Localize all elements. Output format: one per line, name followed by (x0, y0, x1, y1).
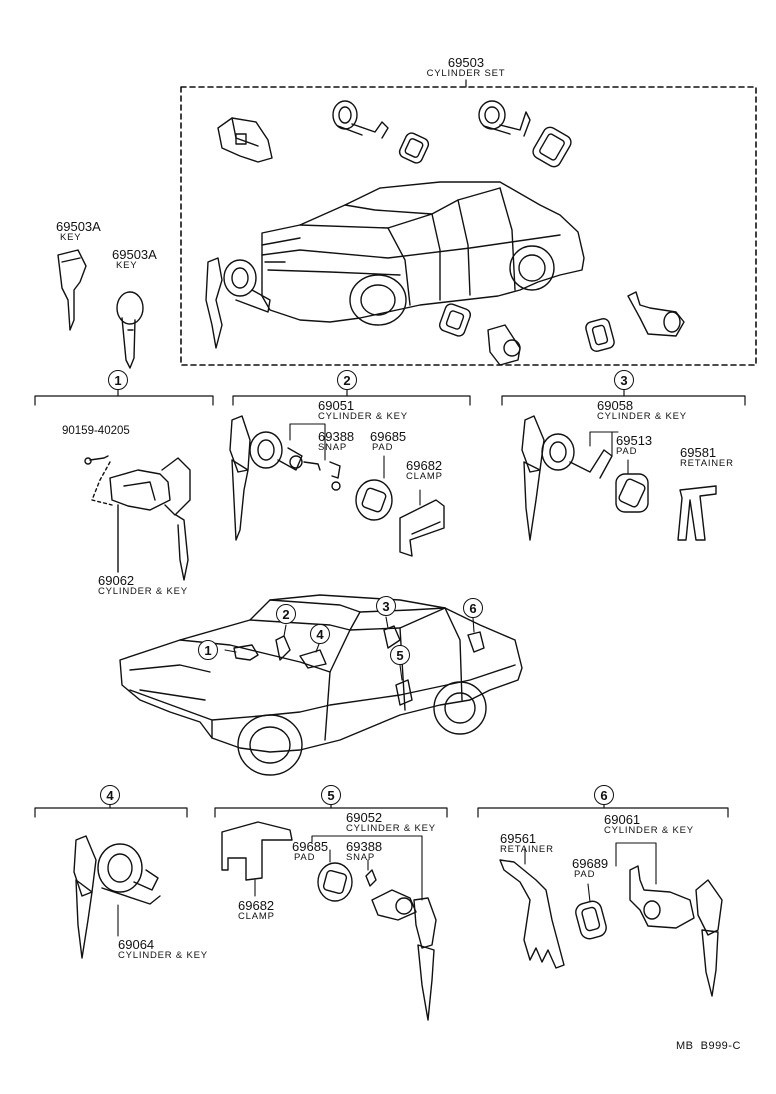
key-b-illustration (116, 291, 144, 369)
section-4-parts (73, 835, 161, 959)
section-3-retainer-name: RETAINER (680, 458, 734, 469)
car-callout-6: 6 (463, 598, 483, 618)
key-b-number: 69503A (112, 247, 157, 262)
section-5-marker: 5 (321, 785, 341, 805)
section-5-pad-number: 69685 (292, 839, 329, 854)
section-2-pad-number: 69685 (370, 429, 407, 444)
section-3-cylinder-name: CYLINDER & KEY (597, 411, 687, 422)
car-callout-3: 3 (376, 596, 396, 616)
cylinder-set-name: CYLINDER SET (426, 68, 506, 79)
section-2-cylinder-name: CYLINDER & KEY (318, 411, 408, 422)
section-6-pad-number: 69689 (572, 856, 609, 871)
cylinder-set-box (180, 79, 757, 366)
section-1-marker: 1 (108, 370, 128, 390)
section-6-marker: 6 (594, 785, 614, 805)
section-5-clamp-name: CLAMP (238, 911, 275, 922)
section-5-cylinder-number: 69052 (346, 810, 383, 825)
section-2-snap-number: 69388 (318, 429, 355, 444)
section-3-marker: 3 (614, 370, 634, 390)
section-1-screw-number: 90159-40205 (62, 425, 130, 437)
section-4-marker: 4 (100, 785, 120, 805)
section-5-pad-name: PAD (294, 852, 316, 863)
section-5-cylinder-name: CYLINDER & KEY (346, 823, 436, 834)
section-3-retainer-number: 69581 (680, 445, 717, 460)
section-6-cylinder-name: CYLINDER & KEY (604, 825, 694, 836)
drawing-code: MB B999-C (676, 1040, 741, 1052)
section-2-parts (229, 415, 445, 557)
section-3-parts (521, 415, 717, 541)
car-callout-1: 1 (198, 640, 218, 660)
section-2-marker: 2 (337, 370, 357, 390)
section-6-retainer-number: 69561 (500, 831, 537, 846)
car-callout-2: 2 (276, 604, 296, 624)
cylinder-set-number: 69503 (447, 55, 485, 70)
section-2-pad-name: PAD (372, 442, 394, 453)
section-3-pad-number: 69513 (616, 433, 653, 448)
section-4-cylinder-name: CYLINDER & KEY (118, 950, 208, 961)
section-1-cylinder-number: 69062 (98, 573, 135, 588)
section-4-cylinder-number: 69064 (118, 937, 155, 952)
key-a-illustration (57, 249, 87, 331)
section-6-cylinder-number: 69061 (604, 812, 641, 827)
key-b-name: KEY (116, 260, 138, 271)
key-a-number: 69503A (56, 219, 101, 234)
section-3-pad-name: PAD (616, 446, 638, 457)
cylinder-set-parts (205, 100, 685, 366)
section-5-parts (221, 821, 437, 1021)
key-a-name: KEY (60, 232, 82, 243)
section-6-pad-name: PAD (574, 869, 596, 880)
section-6-parts (499, 842, 723, 997)
section-2-clamp-number: 69682 (406, 458, 443, 473)
section-3-cylinder-number: 69058 (597, 398, 634, 413)
section-2-snap-name: SNAP (318, 442, 348, 453)
section-5-clamp-number: 69682 (238, 898, 275, 913)
section-1-parts (84, 455, 191, 581)
section-brackets (34, 387, 746, 818)
car-illustration-main (119, 594, 523, 776)
section-2-cylinder-number: 69051 (318, 398, 355, 413)
car-callout-4: 4 (310, 624, 330, 644)
section-5-snap-number: 69388 (346, 839, 383, 854)
section-1-cylinder-name: CYLINDER & KEY (98, 586, 188, 597)
section-5-snap-name: SNAP (346, 852, 376, 863)
section-6-retainer-name: RETAINER (500, 844, 554, 855)
car-illustration-top (261, 181, 585, 326)
section-2-clamp-name: CLAMP (406, 471, 443, 482)
car-callout-5: 5 (390, 645, 410, 665)
